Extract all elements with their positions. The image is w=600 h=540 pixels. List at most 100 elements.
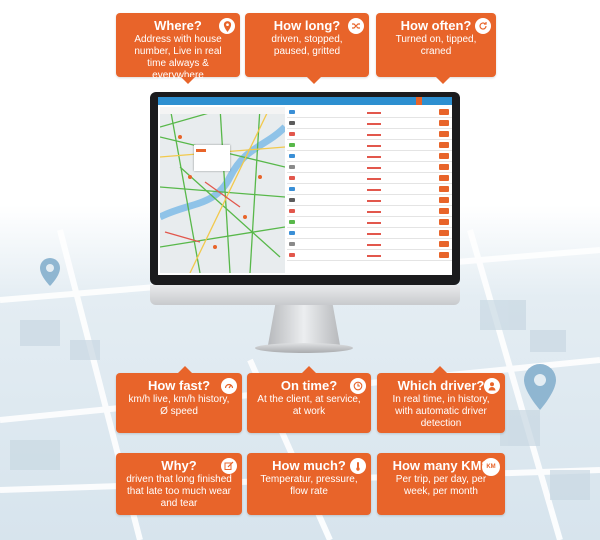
map-tabs <box>160 107 285 114</box>
vehicle-row[interactable] <box>287 118 452 129</box>
dashboard-screen <box>158 97 452 275</box>
status-marker <box>367 200 381 202</box>
user-icon <box>484 378 500 394</box>
callout-howfast: How fast? km/h live, km/h history, Ø spe… <box>116 366 242 433</box>
edit-icon <box>221 458 237 474</box>
row-action-button[interactable] <box>439 164 449 170</box>
row-action-button[interactable] <box>439 175 449 181</box>
row-action-button[interactable] <box>439 153 449 159</box>
callout-title: Why? <box>161 458 197 473</box>
callout-title: On time? <box>280 378 338 393</box>
callout-title: How often? <box>400 18 472 33</box>
callout-howmuch: How much? Temperatur, pressure, flow rat… <box>247 453 371 515</box>
callout-title: How fast? <box>147 378 211 393</box>
map-pin-icon <box>40 258 60 286</box>
vehicle-icon <box>289 220 295 224</box>
row-action-button[interactable] <box>439 252 449 258</box>
callout-title: Where? <box>154 18 202 33</box>
row-action-button[interactable] <box>439 208 449 214</box>
popup-button[interactable] <box>196 149 206 152</box>
row-action-button[interactable] <box>439 142 449 148</box>
callout-description: Turned on, tipped, craned <box>395 34 477 57</box>
app-bar <box>158 97 452 105</box>
status-marker <box>367 222 381 224</box>
vehicle-row[interactable] <box>287 107 452 118</box>
callout-title: How many KM? <box>392 458 490 473</box>
vehicle-row[interactable] <box>287 195 452 206</box>
row-action-button[interactable] <box>439 230 449 236</box>
callout-description: In real time, in history, with automatic… <box>392 394 490 429</box>
vehicle-icon <box>289 242 295 246</box>
callout-description: driven that long finished that late too … <box>126 474 232 509</box>
row-action-button[interactable] <box>439 109 449 115</box>
vehicle-row[interactable] <box>287 129 452 140</box>
vehicle-row[interactable] <box>287 228 452 239</box>
row-action-button[interactable] <box>439 186 449 192</box>
callout-where: Where? Address with house number, Live i… <box>116 13 240 84</box>
status-marker <box>367 255 381 257</box>
status-marker <box>367 244 381 246</box>
app-tab[interactable] <box>416 97 422 105</box>
row-action-button[interactable] <box>439 131 449 137</box>
vehicle-row[interactable] <box>287 162 452 173</box>
map-pin-icon <box>524 364 556 410</box>
app-tab[interactable] <box>446 97 452 105</box>
shuffle-icon <box>348 18 364 34</box>
vehicle-row[interactable] <box>287 140 452 151</box>
vehicle-icon <box>289 176 295 180</box>
callout-howoften: How often? Turned on, tipped, craned <box>376 13 496 84</box>
status-marker <box>367 123 381 125</box>
status-marker <box>367 134 381 136</box>
callout-title: How long? <box>273 18 341 33</box>
vehicle-row[interactable] <box>287 173 452 184</box>
status-marker <box>367 112 381 114</box>
row-action-button[interactable] <box>439 197 449 203</box>
callout-driver: Which driver? In real time, in history, … <box>377 366 505 433</box>
vehicle-icon <box>289 198 295 202</box>
vehicle-map[interactable] <box>160 107 285 273</box>
callout-description: Address with house number, Live in real … <box>134 34 222 81</box>
status-marker <box>367 145 381 147</box>
vehicle-icon <box>289 165 295 169</box>
callout-howlong: How long? driven, stopped, paused, gritt… <box>245 13 369 84</box>
vehicle-icon <box>289 154 295 158</box>
row-action-button[interactable] <box>439 120 449 126</box>
vehicle-row[interactable] <box>287 239 452 250</box>
vehicle-row[interactable] <box>287 184 452 195</box>
vehicle-icon <box>289 143 295 147</box>
callout-description: km/h live, km/h history, Ø speed <box>128 394 230 417</box>
vehicle-icon <box>289 187 295 191</box>
clock-icon <box>350 378 366 394</box>
vehicle-row[interactable] <box>287 250 452 261</box>
callout-description: Per trip, per day, per week, per month <box>395 474 487 497</box>
status-marker <box>367 189 381 191</box>
monitor-chin <box>150 285 460 305</box>
callout-ontime: On time? At the client, at service, at w… <box>247 366 371 433</box>
vehicle-icon <box>289 110 295 114</box>
speedometer-icon <box>221 378 237 394</box>
row-action-button[interactable] <box>439 219 449 225</box>
callout-why: Why? driven that long finished that late… <box>116 453 242 515</box>
status-marker <box>367 211 381 213</box>
thermometer-icon <box>350 458 366 474</box>
map-tab[interactable] <box>172 107 178 114</box>
status-marker <box>367 233 381 235</box>
callout-title: Which driver? <box>397 378 485 393</box>
callout-title: How much? <box>272 458 346 473</box>
vehicle-row[interactable] <box>287 151 452 162</box>
app-tabs <box>416 97 452 105</box>
vehicle-row[interactable] <box>287 217 452 228</box>
callout-description: At the client, at service, at work <box>257 394 361 417</box>
location-pin-icon <box>219 18 235 34</box>
callout-howmany: How many KM? Per trip, per day, per week… <box>377 453 505 515</box>
vehicle-popup <box>194 145 230 171</box>
callout-description: driven, stopped, paused, gritted <box>271 34 343 57</box>
row-action-button[interactable] <box>439 241 449 247</box>
vehicle-icon <box>289 209 295 213</box>
status-marker <box>367 167 381 169</box>
refresh-icon <box>475 18 491 34</box>
vehicle-icon <box>289 121 295 125</box>
vehicle-row[interactable] <box>287 206 452 217</box>
vehicle-list <box>287 107 452 273</box>
